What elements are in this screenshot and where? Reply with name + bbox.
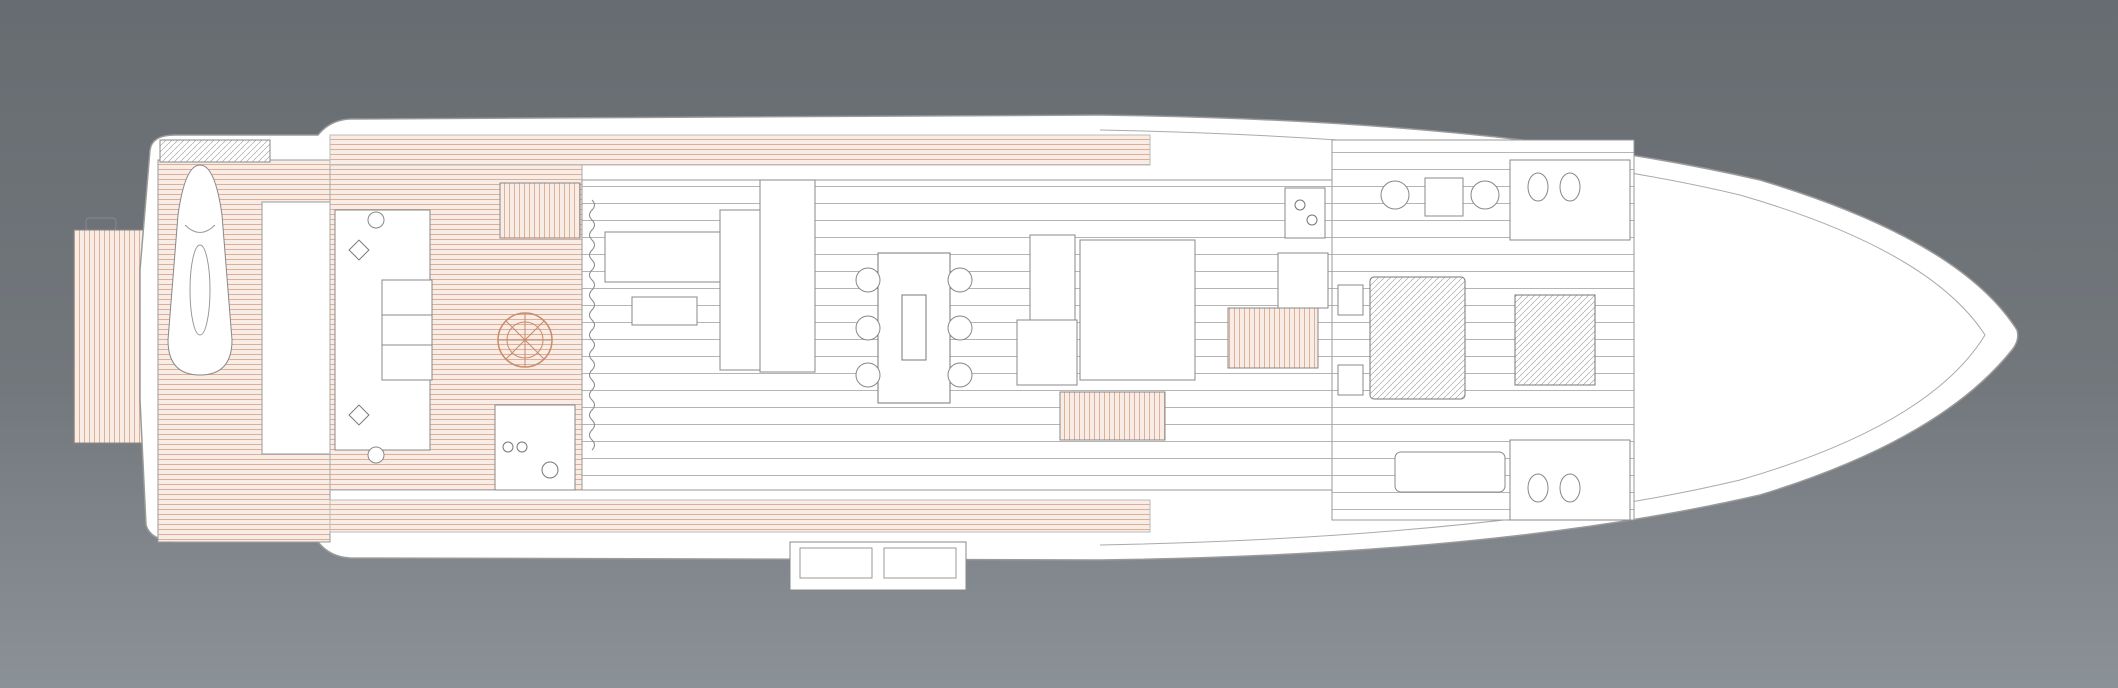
aft-sofa: [334, 209, 433, 464]
side-deck-starboard: [329, 499, 1151, 533]
compass-rose-inlay: [497, 312, 553, 368]
passerelle-gangway: [73, 217, 147, 444]
side-boarding-platform: [789, 541, 967, 591]
aft-stairs: [499, 182, 581, 239]
outdoor-galley: [494, 404, 576, 491]
cabin-bathtub: [1394, 451, 1506, 493]
sliding-door-curtain: [589, 199, 595, 451]
bow-heads: [1509, 159, 1631, 521]
transom-bench: [261, 201, 331, 455]
stern-grille: [159, 139, 271, 163]
lower-stairs: [1059, 391, 1166, 441]
dining-table: [855, 252, 973, 404]
master-bed: [1337, 276, 1466, 400]
day-head: [1016, 319, 1078, 386]
interior-stairs: [1029, 234, 1076, 326]
galley: [1079, 187, 1329, 381]
cabin-armchairs: [1380, 177, 1500, 217]
salon-sofa: [604, 179, 816, 373]
jet-ski: [167, 164, 233, 376]
bow-cabin-bed: [1514, 294, 1596, 386]
side-deck-port: [329, 134, 1151, 166]
